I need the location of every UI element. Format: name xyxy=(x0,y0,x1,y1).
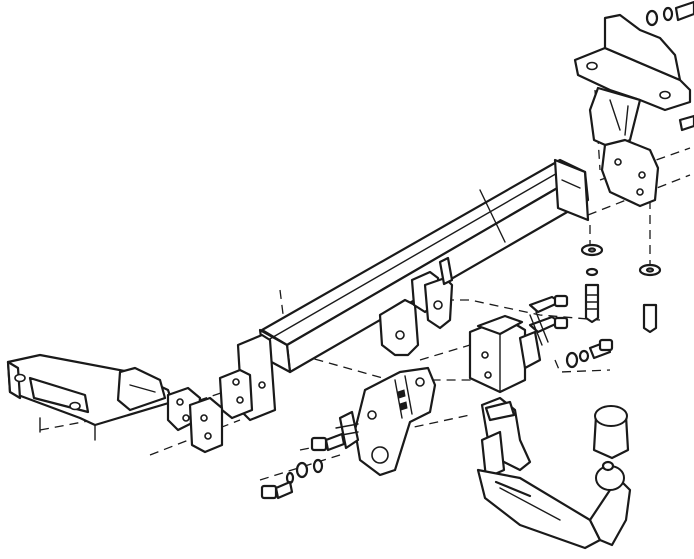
receiver-bolts xyxy=(528,294,614,369)
beam-center-lugs xyxy=(378,256,454,357)
lower-left-fasteners xyxy=(260,432,346,500)
right-lower-fasteners xyxy=(580,243,662,334)
left-spacer-plate xyxy=(188,396,224,454)
crossbar-beam xyxy=(258,158,590,374)
socket-plate xyxy=(335,366,437,477)
beam-end-plate-left xyxy=(218,333,277,422)
right-mounting-bracket xyxy=(573,13,692,208)
left-mounting-bracket xyxy=(6,353,202,441)
detachable-tow-ball-neck xyxy=(476,396,632,550)
receiver-housing xyxy=(468,314,542,394)
right-top-fasteners xyxy=(645,0,694,132)
